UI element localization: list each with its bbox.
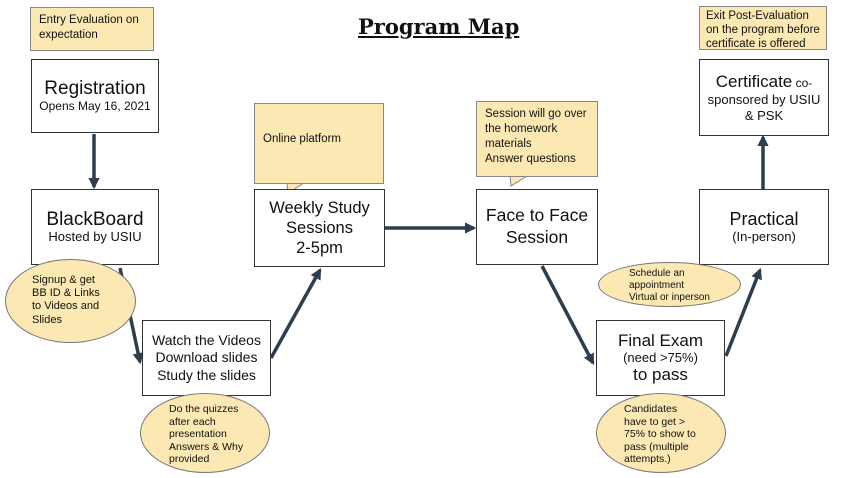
watch-line-2: Download slides <box>155 349 258 366</box>
bubble-candidates-text: Candidates have to get > 75% to show to … <box>624 403 696 466</box>
practical-subtitle: (In-person) <box>732 228 796 244</box>
certificate-co: co- <box>792 75 813 90</box>
bubble-signup-text: Signup & get BB ID & Links to Videos and… <box>32 274 100 326</box>
note-entry-evaluation: Entry Evaluation on expectation <box>30 7 154 51</box>
bubble-schedule-text: Schedule an appointment Virtual or inper… <box>629 268 710 303</box>
watch-line-3: Study the slides <box>157 366 256 383</box>
arrow-watch-to-weekly <box>269 268 322 359</box>
certificate-box: Certificate co- sponsored by USIU & PSK <box>699 59 829 136</box>
final-exam-box: Final Exam (need >75%) to pass <box>596 320 725 396</box>
blackboard-title: BlackBoard <box>46 208 144 230</box>
blackboard-subtitle: Hosted by USIU <box>48 229 142 245</box>
weekly-study-box: Weekly Study Sessions 2-5pm <box>254 189 385 267</box>
note-exit-evaluation: Exit Post-Evaluation on the program befo… <box>699 6 827 50</box>
face-to-face-box: Face to Face Session <box>476 189 598 265</box>
note-tail-session <box>509 175 529 187</box>
note-online-platform: Online platform <box>254 103 384 184</box>
registration-title: Registration <box>44 78 146 100</box>
bubble-signup: Signup & get BB ID & Links to Videos and… <box>5 259 136 343</box>
final-line-1: Final Exam <box>617 330 704 350</box>
arrow-face-to-final <box>540 265 595 365</box>
final-line-3: to pass <box>633 365 688 385</box>
practical-box: Practical (In-person) <box>699 189 829 265</box>
bubble-quizzes-text: Do the quizzes after each presentation A… <box>169 403 244 466</box>
note-session-details: Session will go over the homework materi… <box>476 101 598 177</box>
blackboard-box: BlackBoard Hosted by USIU <box>31 189 159 265</box>
certificate-title: Certificate <box>715 71 793 91</box>
registration-subtitle: Opens May 16, 2021 <box>39 99 151 114</box>
final-line-2: (need >75%) <box>623 349 698 365</box>
arrow-final-to-practical <box>724 267 762 357</box>
page-title: Program Map <box>358 14 520 39</box>
registration-box: Registration Opens May 16, 2021 <box>31 59 159 133</box>
bubble-schedule: Schedule an appointment Virtual or inper… <box>598 262 741 307</box>
certificate-subtitle: sponsored by USIU & PSK <box>707 92 821 123</box>
bubble-candidates: Candidates have to get > 75% to show to … <box>596 393 726 473</box>
watch-videos-box: Watch the Videos Download slides Study t… <box>142 320 271 396</box>
bubble-quizzes: Do the quizzes after each presentation A… <box>140 393 270 473</box>
watch-line-1: Watch the Videos <box>152 331 261 348</box>
practical-title: Practical <box>729 209 799 230</box>
